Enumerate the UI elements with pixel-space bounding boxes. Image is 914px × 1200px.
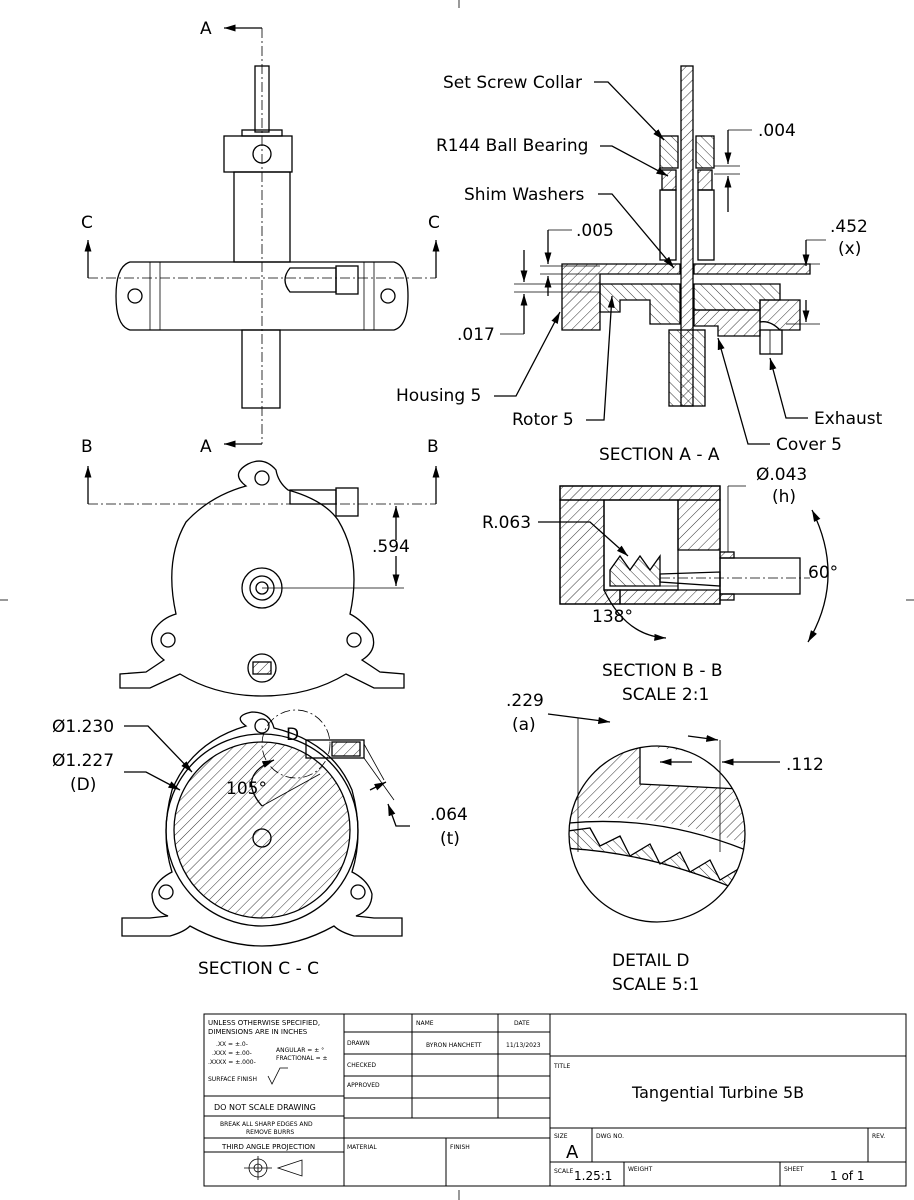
sheet-value: 1 of 1 (830, 1169, 864, 1183)
title-block: UNLESS OTHERWISE SPECIFIED, DIMENSIONS A… (203, 1013, 907, 1187)
material-label: MATERIAL (347, 1144, 377, 1151)
section-bb-title: SECTION B - B (602, 661, 723, 681)
angular-tolerance: ANGULAR = ± ° (276, 1047, 324, 1054)
dim-r063: R.063 (482, 513, 531, 533)
section-letter-a-bottom: A (200, 437, 212, 457)
break-edges-2: REMOVE BURRS (246, 1129, 294, 1136)
dim-017: .017 (457, 325, 495, 345)
callout-set-screw-collar: Set Screw Collar (443, 73, 582, 93)
callout-rotor: Rotor 5 (512, 410, 574, 430)
detail-d-view: .229 (a) .112 DETAIL D SCALE 5:1 (506, 691, 824, 995)
detail-d-title: DETAIL D (612, 951, 690, 971)
sheet-label: SHEET (784, 1166, 804, 1173)
scale-value: 1.25:1 (574, 1169, 612, 1183)
drawn-date: 11/13/2023 (506, 1042, 541, 1049)
dim-138-deg: 138° (592, 607, 633, 627)
dim-004: .004 (758, 121, 796, 141)
callout-exhaust: Exhaust (814, 409, 883, 429)
tolerance-note-1: UNLESS OTHERWISE SPECIFIED, (208, 1019, 320, 1027)
dwg-no-label: DWG NO. (596, 1133, 624, 1140)
fractional-tolerance: FRACTIONAL = ± (276, 1055, 328, 1062)
front-view: B B .594 (81, 437, 440, 697)
tolerance-note-2: DIMENSIONS ARE IN INCHES (208, 1028, 308, 1036)
do-not-scale: DO NOT SCALE DRAWING (214, 1103, 316, 1112)
section-letter-b-right: B (427, 437, 439, 457)
dim-229: .229 (506, 691, 544, 711)
dim-229-note: (a) (512, 715, 536, 735)
section-cc-view: D Ø1.230 Ø1.227 (D) 105° .064 (t) SECTIO… (52, 709, 468, 979)
row-approved: APPROVED (347, 1082, 380, 1089)
section-aa-view: .004 .005 .017 .452 (x) Set Screw Collar… (396, 65, 883, 465)
col-name: NAME (416, 1020, 434, 1027)
projection-label: THIRD ANGLE PROJECTION (221, 1143, 315, 1151)
col-date: DATE (514, 1020, 530, 1027)
callout-housing: Housing 5 (396, 386, 481, 406)
dim-064-note: (t) (440, 829, 460, 849)
drawn-name: BYRON HANCHETT (426, 1042, 482, 1049)
dim-d043-note: (h) (772, 487, 796, 507)
third-angle-projection-icon (244, 1156, 303, 1180)
tolerance-xx: .XX = ±.0- (216, 1041, 248, 1048)
dim-d043: Ø.043 (756, 465, 807, 485)
callout-cover: Cover 5 (776, 435, 842, 455)
size-value: A (566, 1142, 579, 1163)
section-bb-view: R.063 Ø.043 (h) 60° 138° SECTION B - B S… (482, 465, 838, 705)
dim-105-deg: 105° (226, 779, 267, 799)
surface-finish: SURFACE FINISH (208, 1076, 257, 1083)
dim-452-note: (x) (838, 239, 861, 259)
top-view: A A C C (81, 19, 440, 457)
dim-005: .005 (576, 221, 614, 241)
finish-label: FINISH (450, 1144, 470, 1151)
scale-label: SCALE (554, 1168, 573, 1175)
dim-d1227: Ø1.227 (52, 751, 114, 771)
dim-d1230: Ø1.230 (52, 717, 114, 737)
section-bb-scale: SCALE 2:1 (622, 685, 709, 705)
surface-finish-symbol (267, 1067, 288, 1085)
dim-60-deg: 60° (808, 563, 838, 583)
rev-label: REV. (872, 1133, 885, 1140)
dim-064: .064 (430, 805, 468, 825)
row-drawn: DRAWN (347, 1040, 370, 1047)
section-letter-a-top: A (200, 19, 212, 39)
tolerance-xxxx: .XXXX = ±.000- (208, 1059, 256, 1066)
dim-452: .452 (830, 217, 868, 237)
section-letter-c-left: C (81, 213, 93, 233)
callout-shim-washers: Shim Washers (464, 185, 584, 205)
section-letter-c-right: C (428, 213, 440, 233)
size-label: SIZE (554, 1133, 568, 1140)
section-cc-title: SECTION C - C (198, 959, 319, 979)
tolerance-xxx: .XXX = ±.00- (212, 1050, 252, 1057)
section-aa-title: SECTION A - A (599, 445, 720, 465)
section-letter-b-left: B (81, 437, 93, 457)
callout-ball-bearing: R144 Ball Bearing (436, 136, 588, 156)
dim-594: .594 (372, 537, 410, 557)
detail-d-scale: SCALE 5:1 (612, 975, 699, 995)
detail-letter-d: D (286, 725, 299, 745)
row-checked: CHECKED (347, 1062, 376, 1069)
weight-label: WEIGHT (628, 1166, 653, 1173)
drawing-title: Tangential Turbine 5B (631, 1083, 804, 1102)
title-label: TITLE (553, 1063, 570, 1070)
dim-d1227-note: (D) (70, 775, 96, 795)
break-edges-1: BREAK ALL SHARP EDGES AND (220, 1121, 313, 1128)
dim-112: .112 (786, 755, 824, 775)
